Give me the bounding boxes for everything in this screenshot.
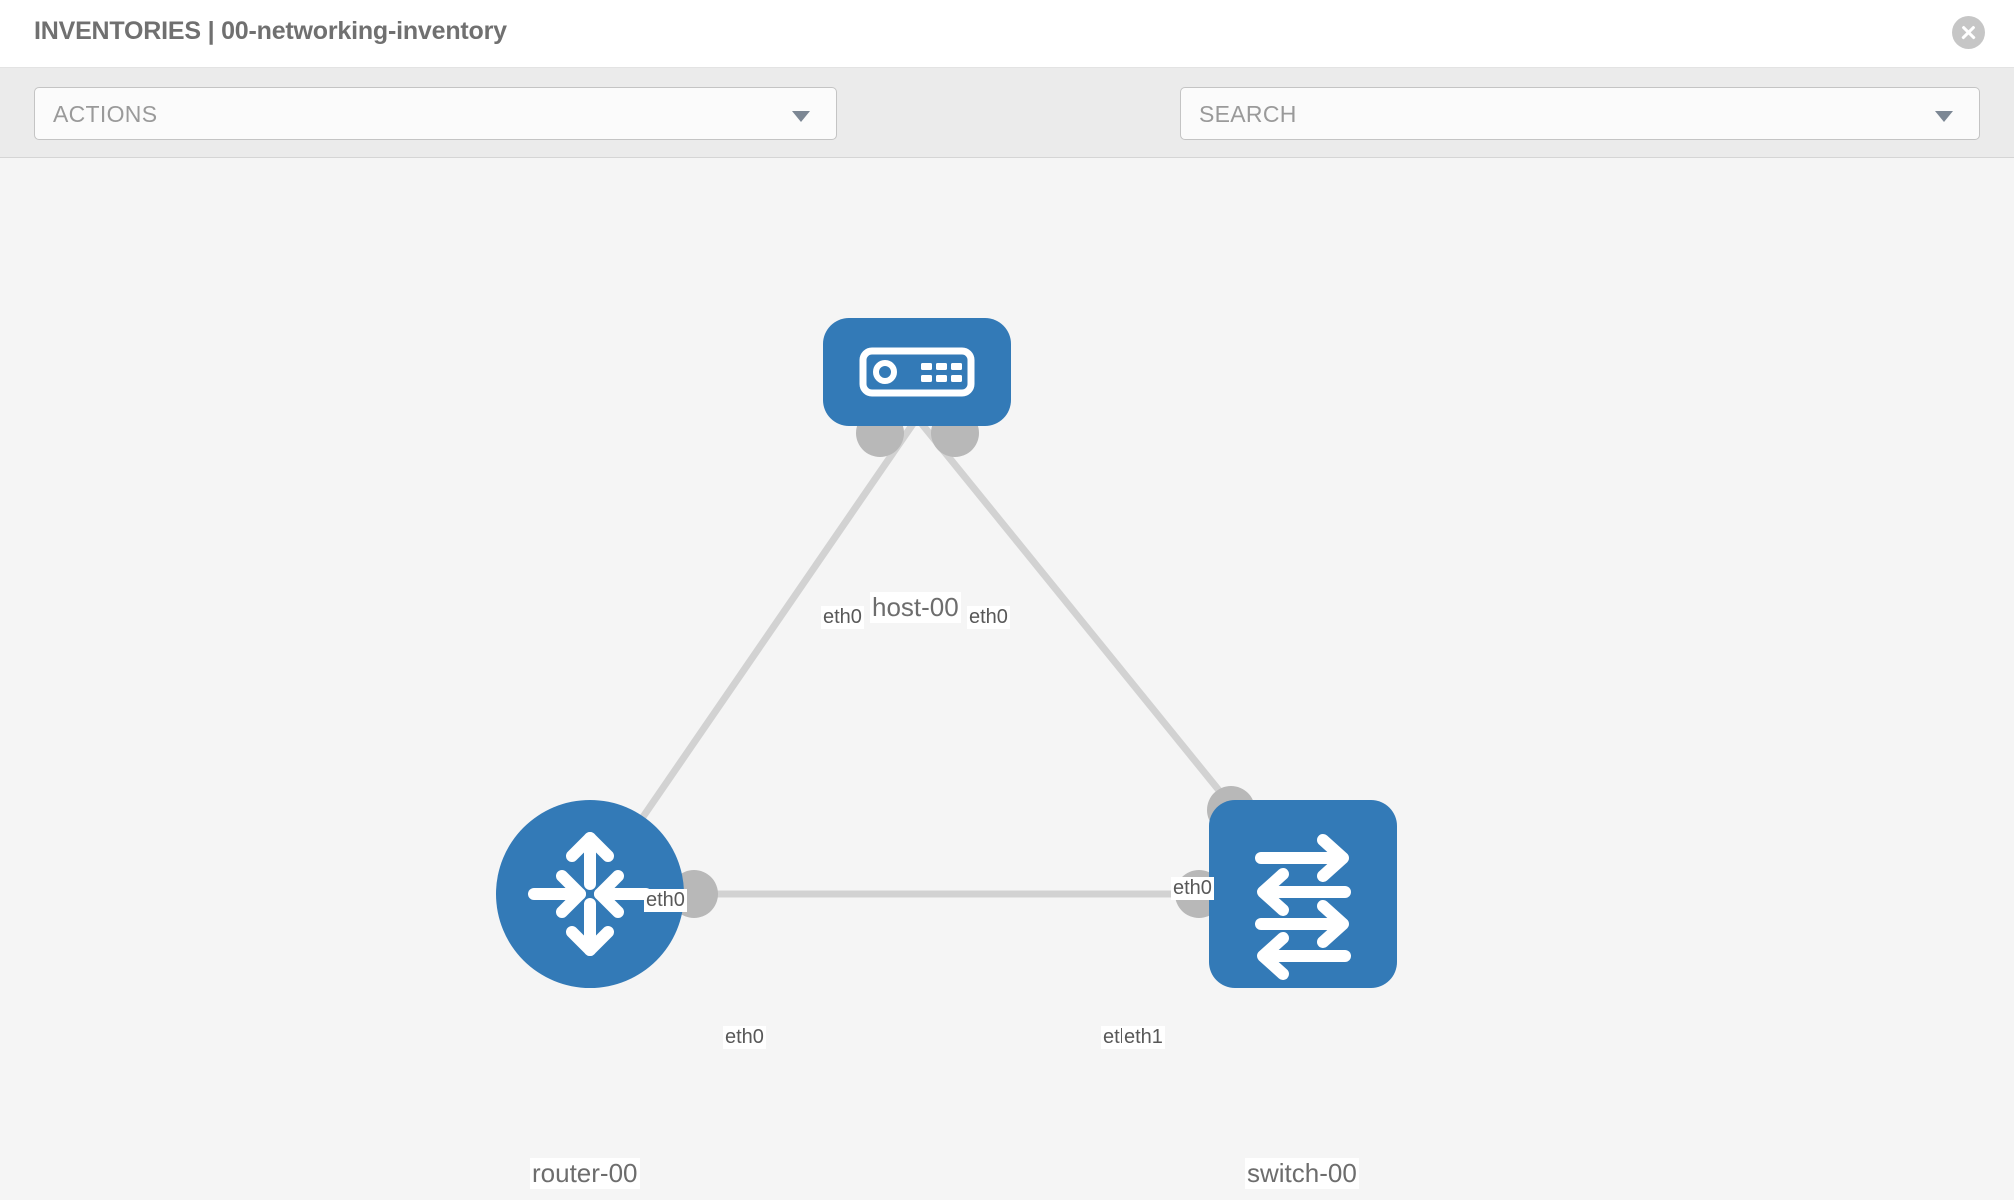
topology-node-router-00[interactable] bbox=[496, 800, 684, 988]
chevron-down-icon[interactable] bbox=[1935, 111, 1953, 122]
search-placeholder: SEARCH bbox=[1199, 101, 1297, 127]
topology-node-switch-00[interactable] bbox=[1209, 800, 1397, 988]
search-input[interactable]: SEARCH bbox=[1180, 87, 1980, 140]
node-label-host-00: host-00 bbox=[870, 592, 961, 623]
interface-label-router-horizontal: eth0 bbox=[723, 1026, 766, 1049]
server-icon bbox=[859, 347, 975, 397]
actions-dropdown-label: ACTIONS bbox=[53, 101, 158, 127]
interface-label-switch-diagonal: eth0 bbox=[1171, 877, 1214, 900]
topology-links bbox=[587, 409, 1306, 918]
page-header: INVENTORIES | 00-networking-inventory bbox=[0, 0, 2014, 68]
topology-node-host-00[interactable] bbox=[823, 318, 1011, 426]
chevron-down-icon bbox=[792, 111, 810, 122]
node-label-router-00: router-00 bbox=[530, 1158, 640, 1189]
interface-label-host-right: eth0 bbox=[967, 606, 1010, 629]
interface-label-switch-horizontal-eth1: eth1 bbox=[1122, 1026, 1165, 1049]
node-label-switch-00: switch-00 bbox=[1245, 1158, 1359, 1189]
switch-icon bbox=[1255, 834, 1351, 980]
toolbar: ACTIONS bbox=[0, 68, 2014, 196]
router-icon bbox=[528, 832, 652, 956]
topology-canvas[interactable]: host-00 router-00 switch-00 eth0 eth0 et… bbox=[0, 158, 2014, 1200]
close-icon[interactable] bbox=[1952, 16, 1985, 49]
interface-label-router-diagonal: eth0 bbox=[644, 889, 687, 912]
page-title: INVENTORIES | 00-networking-inventory bbox=[34, 17, 507, 45]
interface-label-host-left: eth0 bbox=[821, 606, 864, 629]
actions-dropdown[interactable]: ACTIONS bbox=[34, 87, 837, 140]
